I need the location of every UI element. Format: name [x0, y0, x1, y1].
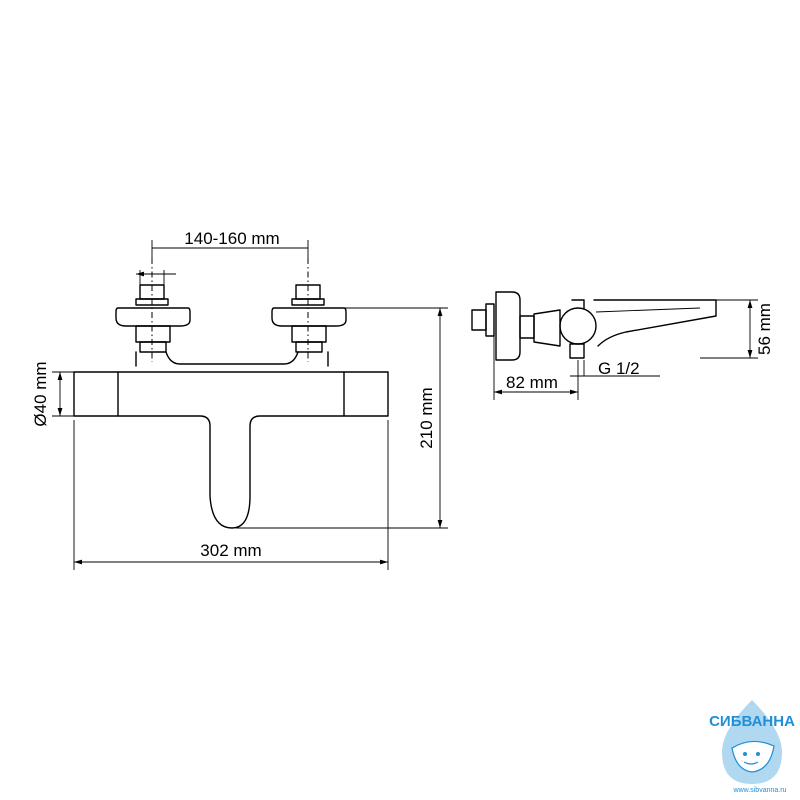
dim-thread-label: G 1/2 — [598, 359, 640, 378]
dim-height-label: 210 mm — [417, 387, 436, 448]
left-inlet-connector — [115, 284, 191, 353]
dim-spacing-label: 140-160 mm — [184, 229, 279, 248]
sibvanna-logo: СИБВАННА www.sibvanna.ru — [709, 700, 795, 794]
dim-thread: G 1/2 — [570, 359, 660, 378]
dim-diameter: Ø40 mm — [31, 361, 74, 427]
dim-side-height-label: 56 mm — [755, 303, 774, 355]
right-inlet-connector — [271, 284, 347, 353]
mixer-body — [73, 371, 389, 529]
dim-spacing: 140-160 mm — [136, 229, 309, 285]
dim-diameter-label: Ø40 mm — [31, 361, 50, 426]
dim-side-height: 56 mm — [700, 299, 774, 359]
dim-width: 302 mm — [73, 420, 389, 570]
side-view: 56 mm 82 mm G 1/2 — [471, 291, 774, 400]
front-view: 140-160 mm Ø40 mm 302 mm 210 mm — [31, 229, 448, 570]
inlet-bridge — [135, 351, 329, 367]
dim-width-label: 302 mm — [200, 541, 261, 560]
dim-height: 210 mm — [236, 307, 448, 529]
logo-name: СИБВАННА — [709, 713, 795, 730]
dim-projection: 82 mm — [493, 336, 579, 400]
dim-projection-label: 82 mm — [506, 373, 558, 392]
logo-url: www.sibvanna.ru — [733, 787, 787, 794]
